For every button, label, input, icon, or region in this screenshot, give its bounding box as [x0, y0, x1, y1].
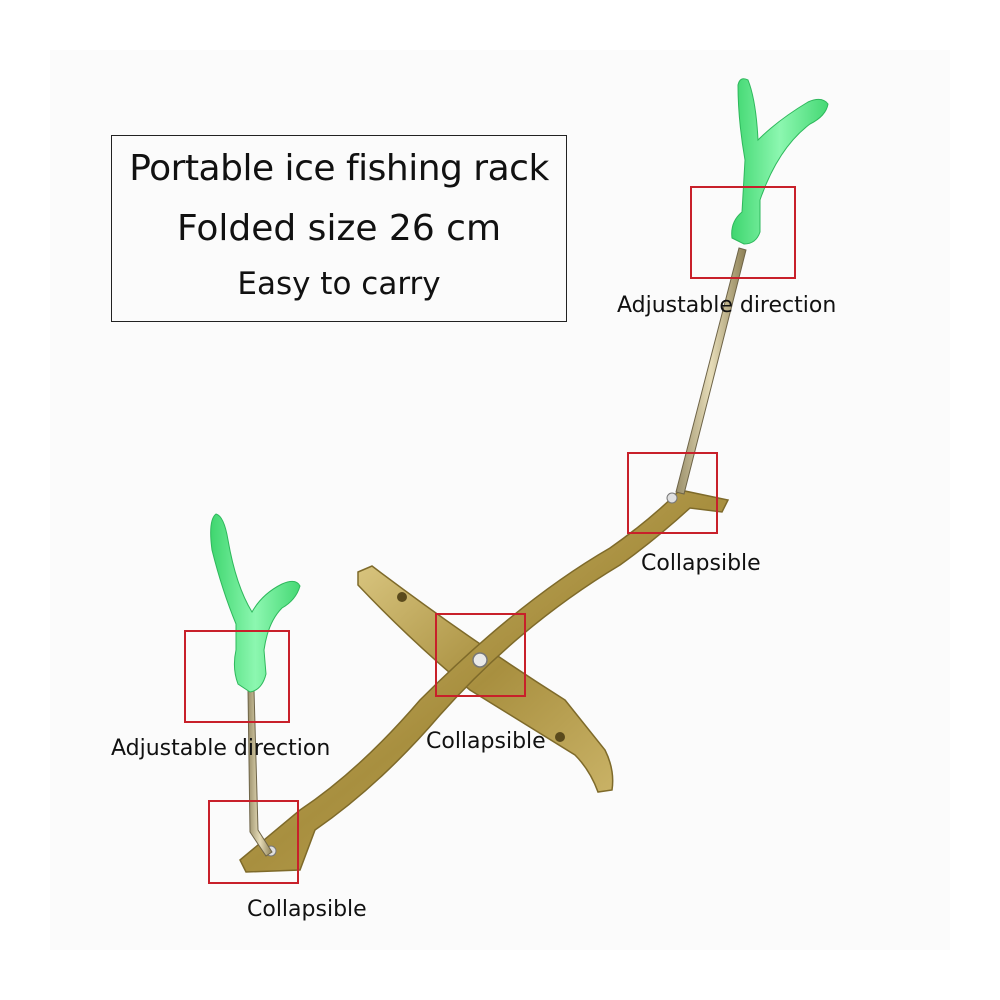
cross-strap	[357, 565, 614, 793]
main-strap	[239, 489, 730, 873]
callout-bottom-hinge: Collapsible	[247, 897, 367, 922]
callout-center-pivot: Collapsible	[426, 729, 546, 754]
folded-size-text: Folded size 26 cm	[176, 208, 502, 249]
callout-left-head: Adjustable direction	[111, 736, 331, 761]
left-rod-holder-icon	[210, 513, 301, 693]
product-title: Portable ice fishing rack	[129, 148, 549, 189]
callout-right-hinge: Collapsible	[641, 551, 761, 576]
photo-background	[50, 50, 950, 950]
highlight-right-hinge	[627, 452, 718, 534]
info-box: Portable ice fishing rack Folded size 26…	[111, 135, 567, 322]
rivet-hole	[397, 592, 407, 602]
easy-carry-text: Easy to carry	[237, 266, 441, 302]
right-rod	[675, 247, 747, 495]
right-hinge-rivet	[666, 492, 678, 504]
callout-top-right-head: Adjustable direction	[617, 293, 837, 318]
highlight-left-head	[184, 630, 290, 723]
right-rod-holder-icon	[731, 78, 829, 245]
highlight-center-pivot	[435, 613, 526, 697]
highlight-right-head	[690, 186, 796, 279]
rivet-hole	[555, 732, 565, 742]
highlight-bottom-hinge	[208, 800, 299, 884]
center-pivot-rivet	[472, 652, 488, 668]
